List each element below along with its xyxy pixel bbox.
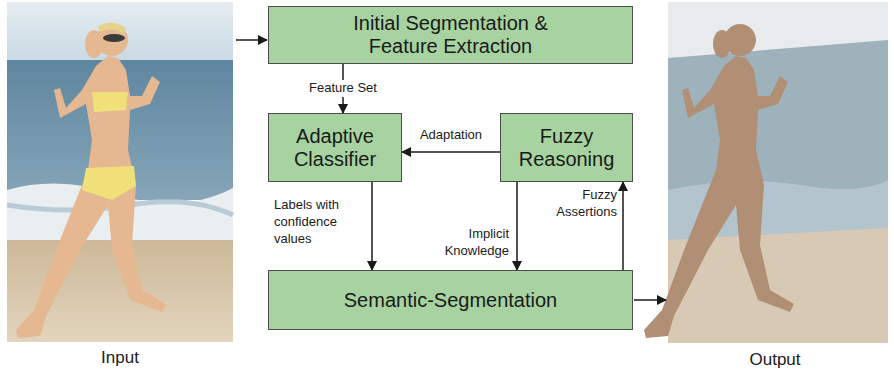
process-box: Fuzzy Reasoning (500, 113, 633, 182)
edge-label: Adaptation (420, 127, 482, 144)
image-caption: Output (749, 350, 800, 370)
box-text: Fuzzy Reasoning (512, 125, 622, 171)
connector-arrow (371, 182, 373, 270)
edge-label: Fuzzy Assertions (549, 187, 617, 221)
image-caption: Input (101, 348, 139, 368)
box-text: Semantic-Segmentation (344, 289, 557, 312)
output-arrow (634, 299, 666, 301)
input-photo (7, 2, 233, 342)
connector-arrow (402, 151, 500, 153)
connector-arrow (516, 182, 518, 270)
box-text: Adaptive Classifier (280, 125, 390, 171)
output-segmentation (644, 2, 888, 343)
process-box: Semantic-Segmentation (268, 270, 633, 330)
process-box: Initial Segmentation & Feature Extractio… (268, 6, 633, 64)
box-text: Initial Segmentation & Feature Extractio… (351, 12, 551, 58)
input-arrow (236, 39, 267, 41)
process-box: Adaptive Classifier (268, 113, 402, 182)
connector-arrow (622, 182, 624, 270)
edge-label: Feature Set (306, 80, 380, 97)
edge-label: Implicit Knowledge (405, 226, 509, 260)
edge-label: Labels with confidence values (274, 197, 364, 248)
